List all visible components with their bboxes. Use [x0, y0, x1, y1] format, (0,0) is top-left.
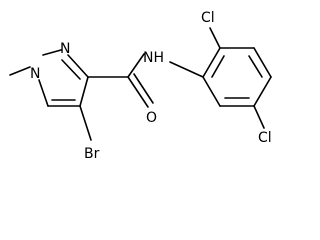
- bond-c4-br: [79, 105, 92, 141]
- atom-br: Br: [84, 146, 100, 162]
- bond-ar-cl-right: [253, 105, 265, 129]
- molecule-diagram: N N NH O Br Cl Cl: [9, 10, 272, 162]
- bond-c5-n1: [38, 79, 49, 107]
- structure-canvas: N N NH O Br Cl Cl: [9, 10, 272, 162]
- bond-ar-c4-c5: [253, 76, 272, 107]
- atom-nh: NH: [143, 50, 164, 66]
- atom-o: O: [146, 110, 157, 126]
- bond-carbonyl-nh: [127, 53, 145, 78]
- bond-n2-c3: [67, 54, 89, 78]
- bond-carbonyl-o: [127, 76, 149, 108]
- bond-c3-c4: [79, 76, 89, 107]
- bond-carbonyl-o-2: [133, 73, 154, 104]
- bond-ar-c3-c4: [253, 47, 272, 78]
- atom-n1: N: [30, 66, 40, 82]
- atom-cl-top: Cl: [201, 10, 215, 26]
- bond-ar-inner-1: [211, 55, 225, 78]
- bond-ar-c1-c2: [202, 47, 221, 78]
- atom-n2: N: [60, 41, 70, 57]
- bond-n1-n2: [42, 49, 62, 56]
- bond-ar-c6-c1: [202, 76, 221, 107]
- bond-nh-aryl: [169, 61, 204, 78]
- bond-ar-cl-top: [209, 27, 221, 49]
- atom-cl-right: Cl: [258, 130, 272, 146]
- bond-ar-inner-2: [248, 55, 263, 78]
- bond-n2-c3-inner: [61, 59, 81, 80]
- bond-methyl-n1: [9, 66, 31, 76]
